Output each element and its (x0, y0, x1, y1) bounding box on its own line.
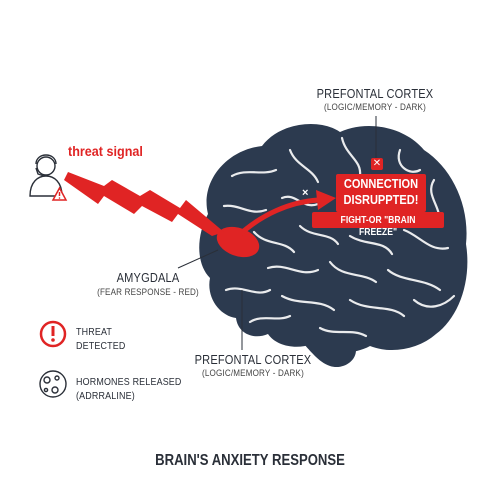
prefrontal-top-sublabel: (LOGIC/MEMORY - DARK) (324, 102, 426, 113)
page-title: BRAIN'S ANXIETY RESPONSE (155, 452, 345, 469)
brain-folds (222, 136, 456, 338)
connection-disrupted-box (336, 174, 426, 212)
disruption-arrow (235, 197, 321, 239)
amygdala-region (216, 226, 260, 258)
legend-hormones-line1: HORMONES RELEASED (76, 376, 182, 388)
amygdala-sublabel: (FEAR RESPONSE - RED) (97, 287, 199, 298)
close-icon: ✕ (371, 158, 383, 170)
threat-lightning (64, 172, 224, 236)
connection-line1: CONNECTION (343, 176, 419, 191)
brain-freeze-label: FIGHT-OR "BRAIN FREEZE" (340, 214, 416, 238)
hormone-molecules-icon (39, 370, 67, 398)
legend-threat-line2: DETECTED (76, 340, 126, 352)
warning-triangle-icon (51, 186, 68, 201)
person-headset-icon (29, 154, 63, 197)
amygdala-leader (177, 249, 219, 269)
alert-circle-icon (39, 320, 67, 348)
threat-signal-label: threat signal (68, 143, 143, 159)
prefrontal-bottom-label: PREFONTAL CORTEX (194, 352, 312, 367)
brain-freeze-box (312, 212, 444, 228)
connection-line2: DISRUPPTED! (343, 192, 419, 207)
prefrontal-top-label: PREFONTAL CORTEX (316, 86, 434, 101)
arrow-head (316, 190, 336, 210)
legend-threat-line1: THREAT (76, 326, 113, 338)
legend-hormones-line2: (ADRRALINE) (76, 390, 135, 402)
prefrontal-bottom-sublabel: (LOGIC/MEMORY - DARK) (202, 368, 304, 379)
x-mark: × (302, 187, 308, 199)
amygdala-label: AMYGDALA (116, 270, 180, 285)
